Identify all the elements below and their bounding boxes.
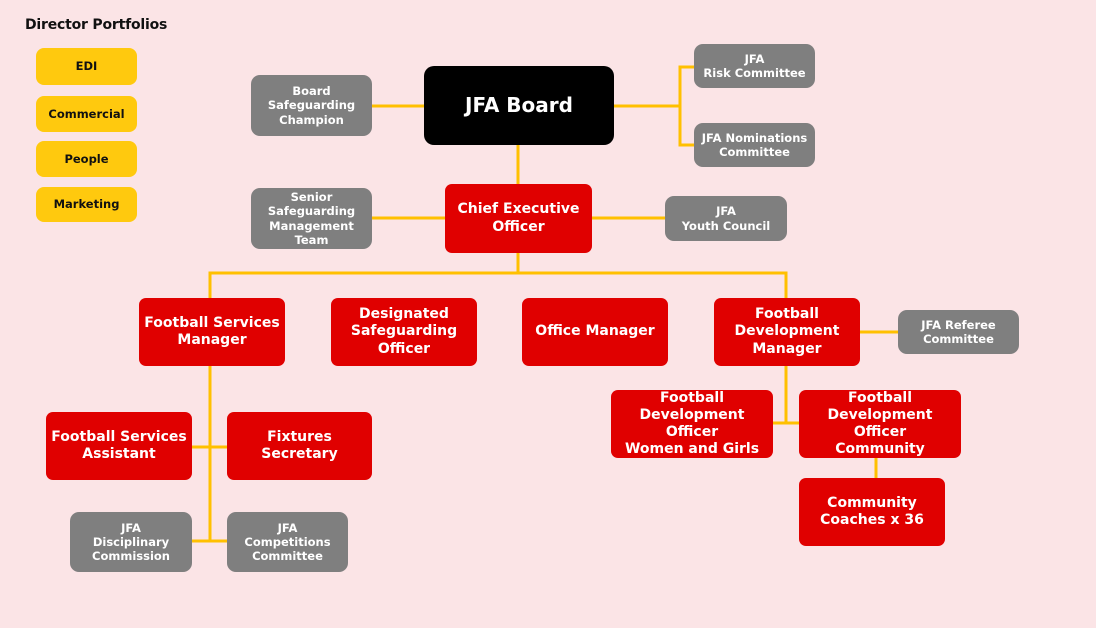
football-services-manager[interactable]: Football Services Manager	[139, 298, 285, 366]
jfa-risk-committee[interactable]: JFA Risk Committee	[694, 44, 815, 88]
portfolio-people-label: People	[64, 151, 109, 166]
jfa-referee-committee[interactable]: JFA Referee Committee	[898, 310, 1019, 354]
designated-safeguarding-officer[interactable]: Designated Safeguarding Officer	[331, 298, 477, 366]
office-manager-label: Office Manager	[535, 323, 655, 340]
office-manager[interactable]: Office Manager	[522, 298, 668, 366]
jfa-disciplinary-commission[interactable]: JFA Disciplinary Commission	[70, 512, 192, 572]
senior-safeguarding-management-team[interactable]: Senior Safeguarding Management Team	[251, 188, 372, 249]
fdo-community-label: Football Development Officer Community	[827, 389, 933, 458]
jfa-nominations-committee[interactable]: JFA Nominations Committee	[694, 123, 815, 167]
jfa-board-label: JFA Board	[465, 93, 573, 118]
portfolio-marketing[interactable]: Marketing	[36, 187, 137, 222]
football-development-manager[interactable]: Football Development Manager	[714, 298, 860, 366]
jfa-competitions-committee-label: JFA Competitions Committee	[244, 520, 331, 563]
portfolio-marketing-label: Marketing	[53, 197, 120, 212]
jfa-risk-committee-label: JFA Risk Committee	[703, 51, 806, 80]
director-portfolios-title: Director Portfolios	[25, 17, 168, 33]
portfolio-edi-label: EDI	[75, 59, 98, 74]
football-services-assistant[interactable]: Football Services Assistant	[46, 412, 192, 480]
senior-safeguarding-label: Senior Safeguarding Management Team	[267, 190, 356, 247]
portfolio-people[interactable]: People	[36, 141, 137, 177]
portfolio-commercial-label: Commercial	[48, 106, 125, 121]
jfa-board[interactable]: JFA Board	[424, 66, 614, 145]
board-safeguarding-champion[interactable]: Board Safeguarding Champion	[251, 75, 372, 136]
fdo-women-girls-label: Football Development Officer Women and G…	[624, 389, 760, 458]
jfa-nominations-committee-label: JFA Nominations Committee	[701, 130, 808, 159]
portfolio-edi[interactable]: EDI	[36, 48, 137, 85]
chief-executive-officer[interactable]: Chief Executive Officer	[445, 184, 592, 253]
football-services-manager-label: Football Services Manager	[144, 314, 280, 348]
community-coaches[interactable]: Community Coaches x 36	[799, 478, 945, 546]
designated-safeguarding-officer-label: Designated Safeguarding Officer	[350, 306, 458, 357]
chief-executive-officer-label: Chief Executive Officer	[457, 201, 580, 235]
portfolio-commercial[interactable]: Commercial	[36, 96, 137, 132]
fixtures-secretary[interactable]: Fixtures Secretary	[227, 412, 372, 480]
fixtures-secretary-label: Fixtures Secretary	[261, 428, 338, 462]
board-safeguarding-champion-label: Board Safeguarding Champion	[267, 84, 356, 127]
football-development-officer-community[interactable]: Football Development Officer Community	[799, 390, 961, 458]
jfa-youth-council-label: JFA Youth Council	[681, 204, 771, 233]
jfa-competitions-committee[interactable]: JFA Competitions Committee	[227, 512, 348, 572]
football-development-officer-women-girls[interactable]: Football Development Officer Women and G…	[611, 390, 773, 458]
community-coaches-label: Community Coaches x 36	[820, 494, 924, 528]
jfa-disciplinary-commission-label: JFA Disciplinary Commission	[92, 520, 170, 563]
jfa-youth-council[interactable]: JFA Youth Council	[665, 196, 787, 241]
jfa-referee-committee-label: JFA Referee Committee	[921, 317, 996, 346]
football-development-manager-label: Football Development Manager	[734, 306, 840, 357]
football-services-assistant-label: Football Services Assistant	[51, 428, 187, 462]
